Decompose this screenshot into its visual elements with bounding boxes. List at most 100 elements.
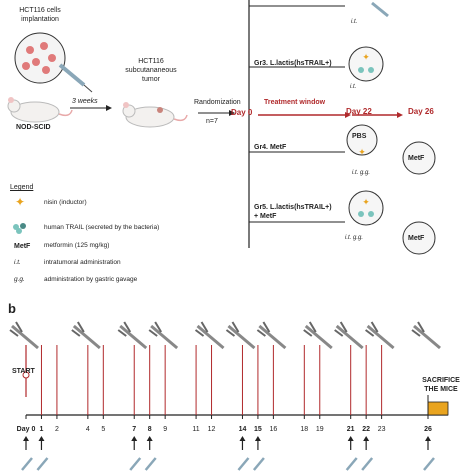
injection-arrow — [129, 436, 142, 471]
day-label: 19 — [316, 426, 324, 433]
syringe-icon — [345, 457, 358, 471]
tumor-label-l2: subcutananeous — [125, 67, 177, 74]
mouse-label: NOD-SCID — [16, 124, 51, 131]
gr5-treatment-circle: ✦ — [348, 190, 384, 226]
injection-arrow — [423, 436, 435, 471]
day-label: 4 — [86, 426, 90, 433]
sacrifice-label: SACRIFICE THE MICE — [412, 376, 470, 394]
injection-arrow — [21, 436, 33, 471]
randomization-arrow — [198, 110, 235, 116]
weeks-label: 3 weeks — [72, 98, 98, 105]
gr4-metf-circle — [402, 141, 436, 175]
cells-label-l2: implantation — [21, 16, 59, 23]
syringe-icon — [129, 457, 142, 471]
gr4-metf-label: MetF — [408, 155, 425, 162]
caliper-icon — [148, 321, 179, 350]
day-label: 2 — [55, 426, 59, 433]
syringe-icon — [252, 457, 265, 471]
day-label: 18 — [300, 426, 308, 433]
gr5-route: i.t. g.g. — [345, 235, 364, 241]
caliper-icon — [194, 321, 225, 350]
day0-label: Day 0 — [231, 108, 253, 117]
caliper-icon — [303, 321, 333, 350]
trail-icon — [13, 223, 26, 234]
caliper-icon — [9, 321, 39, 350]
day-label: 1 — [40, 426, 44, 433]
gr4-pbs-circle: ✦ — [346, 124, 378, 158]
day22-label: Day 22 — [346, 107, 372, 116]
syringe-icon — [21, 457, 33, 471]
n-label: n=7 — [206, 118, 218, 125]
gr4-pbs-label: PBS — [352, 133, 367, 140]
caliper-icon — [256, 321, 287, 350]
randomization-label: Randomization — [194, 99, 241, 106]
svg-text:✦: ✦ — [362, 53, 370, 63]
day-label: Day 0 — [17, 426, 36, 433]
caliper-icon — [225, 321, 256, 350]
legend-metf: metformin (125 mg/kg) — [44, 242, 110, 249]
caliper-icon — [71, 321, 101, 350]
caliper-layer — [9, 321, 441, 350]
weeks-arrow — [70, 105, 112, 111]
syringe-icon — [237, 457, 250, 471]
day-label: 9 — [163, 426, 167, 433]
sacrifice-label-l2: THE MICE — [424, 386, 458, 393]
day26-label: Day 26 — [408, 107, 434, 116]
legend-trail: human TRAIL (secreted by the bacteria) — [44, 224, 160, 231]
day-label: 16 — [269, 426, 277, 433]
injection-arrow — [36, 436, 49, 471]
legend-it-symbol: i.t. — [14, 259, 21, 266]
gr5-label-l2: + MetF — [254, 213, 277, 220]
injection-arrow — [345, 436, 358, 471]
legend-title: Legend — [10, 184, 34, 191]
gr3-label: Gr3. L.lactis(hsTRAIL+) — [254, 60, 332, 67]
day-label: 22 — [362, 426, 370, 433]
end-marker — [427, 395, 449, 416]
svg-text:✦: ✦ — [358, 148, 366, 158]
caliper-icon — [411, 321, 441, 350]
day-label: 26 — [424, 426, 432, 433]
caliper-icon — [117, 321, 148, 350]
gr3-route: i.t. — [350, 84, 357, 90]
treatment-window-arrow — [258, 112, 403, 118]
tumor-label-l1: HCT116 — [138, 58, 164, 65]
svg-text:✦: ✦ — [362, 198, 370, 208]
legend-metf-symbol: MetF — [14, 243, 31, 250]
gr0-syringe-icon — [371, 1, 389, 18]
gr5-label: Gr5. L.lactis(hsTRAIL+) + MetF — [254, 203, 332, 221]
legend-gg-symbol: g.g. — [14, 276, 25, 283]
gr5-metf-label: MetF — [408, 235, 425, 242]
treatment-window-label: Treatment window — [264, 99, 326, 106]
day-label: 11 — [192, 426, 199, 433]
syringe-icon — [144, 457, 157, 471]
caliper-icon — [365, 321, 395, 350]
day-label: 21 — [347, 426, 355, 433]
syringe-icon — [36, 457, 49, 471]
gr4-route: i.t. g.g. — [352, 170, 371, 176]
gr5-label-l1: Gr5. L.lactis(hsTRAIL+) — [254, 204, 332, 211]
injection-layer — [21, 436, 435, 471]
injection-arrow — [144, 436, 157, 471]
syringe-icon — [58, 63, 93, 93]
injection-arrow — [361, 436, 374, 471]
nisin-icon: ✦ — [15, 195, 25, 209]
day-label: 23 — [378, 426, 386, 433]
gr4-label: Gr4. MetF — [254, 144, 287, 151]
panel-b-label: b — [8, 301, 16, 316]
start-label: START — [12, 368, 35, 375]
legend-gg: administration by gastric gavage — [44, 276, 138, 283]
gr5-metf-circle — [402, 221, 436, 255]
tumor-label: HCT116 subcutananeous tumor — [118, 57, 184, 84]
day-label: 15 — [254, 426, 262, 433]
syringe-icon — [423, 457, 435, 471]
gr0-route: i.t. — [351, 19, 358, 25]
syringe-icon — [361, 457, 374, 471]
cells-label: HCT116 cells implantation — [10, 6, 70, 24]
sacrifice-label-l1: SACRIFICE — [422, 377, 460, 384]
day-label: 12 — [208, 426, 216, 433]
mouse-tumor-icon — [122, 102, 188, 128]
injection-arrow — [252, 436, 265, 471]
start-marker — [22, 345, 30, 397]
